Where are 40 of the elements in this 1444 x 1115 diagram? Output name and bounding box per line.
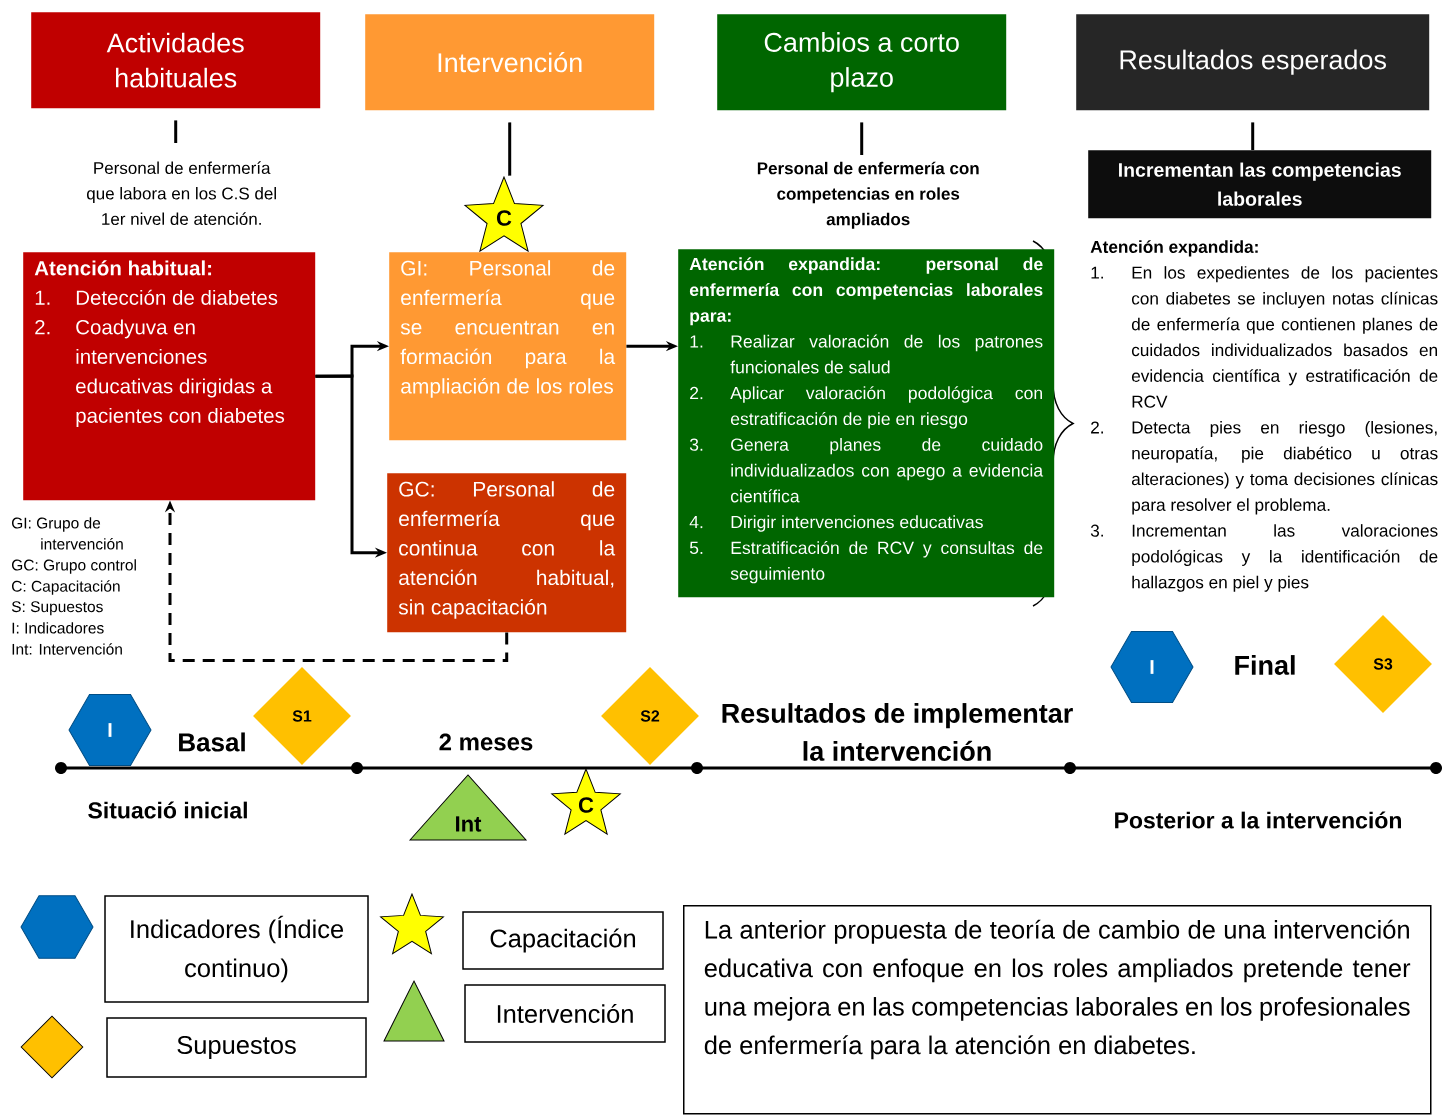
legend-box: Capacitación [462, 911, 664, 970]
timeline-label: Posterior a la intervención [1115, 811, 1401, 829]
annotation-text: Personal de enfermería que labora en los C.S del 1er nivel de atención. [87, 161, 276, 226]
label: En los expedientes de los pacientes con diabetes se incluyen notas clínicas de enfermería que contienen planes de cuidados individualizados basados en evidencia científica y estratificación de RCV [1131, 266, 1438, 408]
legend-box: Supuestos [106, 1017, 367, 1078]
connector-line [508, 122, 512, 176]
abbreviation-text: GC: Grupo control [12, 559, 136, 574]
label: 1. [1091, 266, 1103, 279]
label: 2. [1091, 421, 1103, 434]
header-box: Actividades habituales [31, 12, 321, 109]
abbreviation-text: S: Supuestos [11, 601, 103, 616]
list-text: Atención expandida: 1. En los expedientes de los pacientes con diabetes se incluyen notas clínicas de enfermería que contienen planes de cuidados individualizados basados en evidencia científica y estratificación de RCV 2. Detecta pies en riesgo (lesiones, neuropatía, pie diabético u otras alteraciones) y toma decisiones clínicas para resolver el problema. 3. Incrementan las valoraciones podológicas y la identificación de hallazgos en piel y pies [1090, 240, 1438, 592]
timeline-label: Resultados de implementar la intervención [722, 703, 1073, 761]
connector-line [860, 122, 864, 155]
connector-line [174, 120, 178, 143]
header-box: Cambios a corto plazo [717, 14, 1007, 111]
process-box: GC: Personal de enfermería que continua con la atención habitual, sin capacitación [387, 473, 627, 633]
timeline-label: Final [1235, 655, 1295, 675]
legend-box: Indicadores (Índice continuo) [104, 895, 369, 1003]
header-box: Resultados esperados [1076, 14, 1430, 111]
label: 3. [1090, 524, 1103, 537]
annotation-text: Personal de enfermería con competencias en roles ampliados [757, 161, 979, 229]
timeline-label: Situació inicial [88, 801, 247, 819]
label: Incrementan las valoraciones podológicas y la identificación de hallazgos en piel y pies [1132, 524, 1438, 592]
header-box: Intervención [365, 14, 655, 111]
abbreviation-text: Int: Intervención [12, 643, 122, 655]
label: Atención expandida: [1090, 240, 1258, 257]
note-box: La anterior propuesta de teoría de cambio de una intervención educativa con enfoque en los roles ampliados pretende tener una mejora en las competencias laborales en los profesionales de enfermería para la atención en diabetes. [683, 905, 1432, 1115]
abbreviation-text: I: Indicadores [12, 622, 104, 634]
connector-line [1251, 122, 1255, 150]
process-box: GI: Personal de enfermería que se encuentran en formación para la ampliación de los roles [389, 252, 627, 441]
legend-box: Intervención [464, 984, 666, 1043]
abbreviation-text: GI: Grupo de intervención [12, 517, 123, 550]
outcome-box: Atención expandida: personal de enfermería con competencias laborales para: 1. Realizar valoración de los patrones funcionales de salud 2. Aplicar valoración podológica con estratificación de pie en riesgo 3. Genera planes de cuidado individualizados con apego a evidencia científica 4. Dirigir intervenciones educativas 5. Estratificación de RCV y consultas de seguimiento [678, 249, 1055, 598]
activity-box: Atención habitual: 1. Detección de diabetes 2. Coadyuva en intervenciones educativas dirigidas a pacientes con diabetes [23, 252, 316, 501]
timeline-label: Basal [179, 732, 245, 752]
abbreviation-text: C: Capacitación [12, 580, 120, 595]
result-box: Incrementan las competencias laborales [1088, 150, 1432, 219]
timeline-label: 2 meses [439, 733, 533, 751]
label: Detecta pies en riesgo (lesiones, neuropatía, pie diabético u otras alteraciones) y toma decisiones clínicas para resolver el problema. [1131, 420, 1438, 515]
